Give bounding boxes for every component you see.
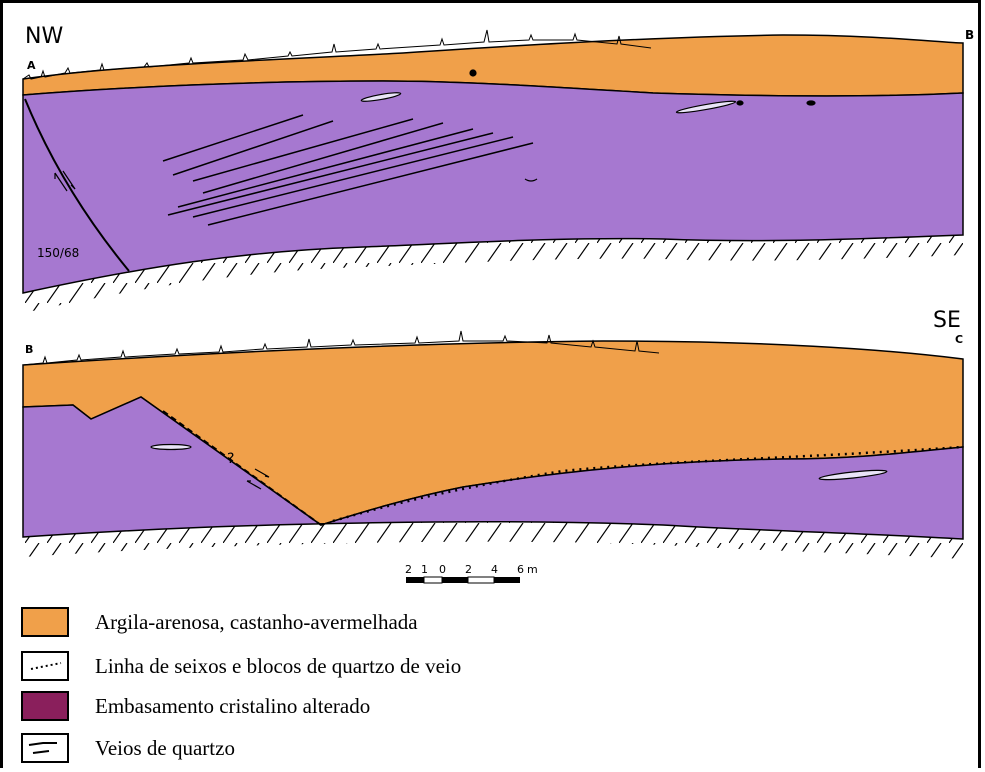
legend-swatch-pebble-line <box>21 651 69 681</box>
scale-label-2b: 2 <box>465 563 472 576</box>
legend-swatch-basement <box>21 691 69 721</box>
section-bc: B C SE ? <box>23 308 963 559</box>
point-b-label-bottom: B <box>25 343 33 356</box>
point-a-label: A <box>27 59 36 72</box>
legend-item-clay: Argila-arenosa, castanho-avermelhada <box>21 607 418 637</box>
scale-label-4: 4 <box>491 563 498 576</box>
section-ab: NW A B 150/68 <box>23 24 974 313</box>
quartz-vein-icon <box>23 735 67 761</box>
point-b-label-top: B <box>965 28 974 42</box>
legend-item-basement: Embasamento cristalino alterado <box>21 691 370 721</box>
scale-label-2: 2 <box>405 563 412 576</box>
legend-item-pebble-line: Linha de seixos e blocos de quartzo de v… <box>21 651 461 681</box>
scale-label-1: 1 <box>421 563 428 576</box>
legend-label-basement: Embasamento cristalino alterado <box>95 694 370 719</box>
scale-label-6: 6 <box>517 563 524 576</box>
orientation-se: SE <box>933 308 961 333</box>
point-c-label: C <box>955 333 963 346</box>
legend-label-clay: Argila-arenosa, castanho-avermelhada <box>95 610 418 635</box>
cross-section-diagram: NW A B 150/68 B C SE ? 2 1 <box>3 3 981 593</box>
fault-attitude-label: 150/68 <box>37 246 79 260</box>
legend-swatch-quartz-veins <box>21 733 69 763</box>
fault-query-label: ? <box>227 451 234 467</box>
legend-label-pebble-line: Linha de seixos e blocos de quartzo de v… <box>95 654 461 679</box>
legend-item-quartz-veins: Veios de quartzo <box>21 733 235 763</box>
legend-label-quartz-veins: Veios de quartzo <box>95 736 235 761</box>
scale-label-0: 0 <box>439 563 446 576</box>
pebble-line-icon <box>23 653 67 679</box>
legend-swatch-clay <box>21 607 69 637</box>
orientation-nw: NW <box>25 24 63 49</box>
scale-bar: 2 1 0 2 4 6 m <box>405 563 538 583</box>
scale-unit: m <box>527 563 538 576</box>
